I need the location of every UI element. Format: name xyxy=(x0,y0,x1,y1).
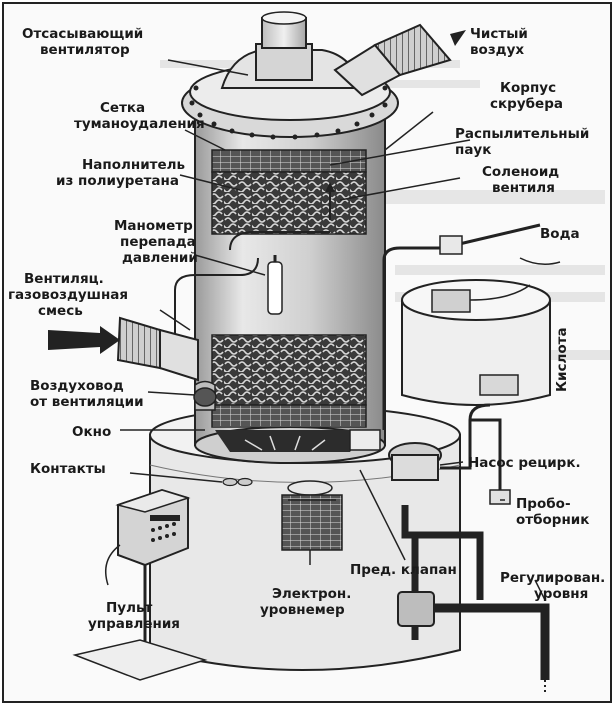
exhaust-fan xyxy=(220,11,364,89)
pressure-gauge xyxy=(174,230,330,345)
acid-tank xyxy=(401,279,551,406)
acid-label: Кислота xyxy=(554,327,570,392)
recirculation-pump xyxy=(349,403,491,481)
upper-packing xyxy=(211,149,367,235)
inlet-duct xyxy=(48,316,199,382)
electronic-level-gauge xyxy=(281,480,343,551)
contacts xyxy=(222,477,253,487)
lower-packing xyxy=(211,334,367,452)
water-label: Вода xyxy=(540,226,580,242)
level-regulator-label: Регулирован.уровня xyxy=(500,570,606,602)
sampler xyxy=(470,374,519,505)
safety-valve-label: Пред. клапан xyxy=(350,562,457,578)
electronic-level-label: Электрон.уровнемер xyxy=(260,586,352,618)
inspection-window xyxy=(193,380,217,411)
clean-air-outlet xyxy=(333,23,466,97)
level-regulator xyxy=(397,505,550,695)
recirc-pump-label: Насос рецирк. xyxy=(468,455,581,471)
leader-lines xyxy=(120,59,546,601)
control-panel xyxy=(72,488,208,681)
contacts-label: Контакты xyxy=(30,461,106,477)
water-supply xyxy=(382,223,561,430)
window-label: Окно xyxy=(72,424,112,440)
sampler-label: Пробо-отборник xyxy=(516,496,590,528)
